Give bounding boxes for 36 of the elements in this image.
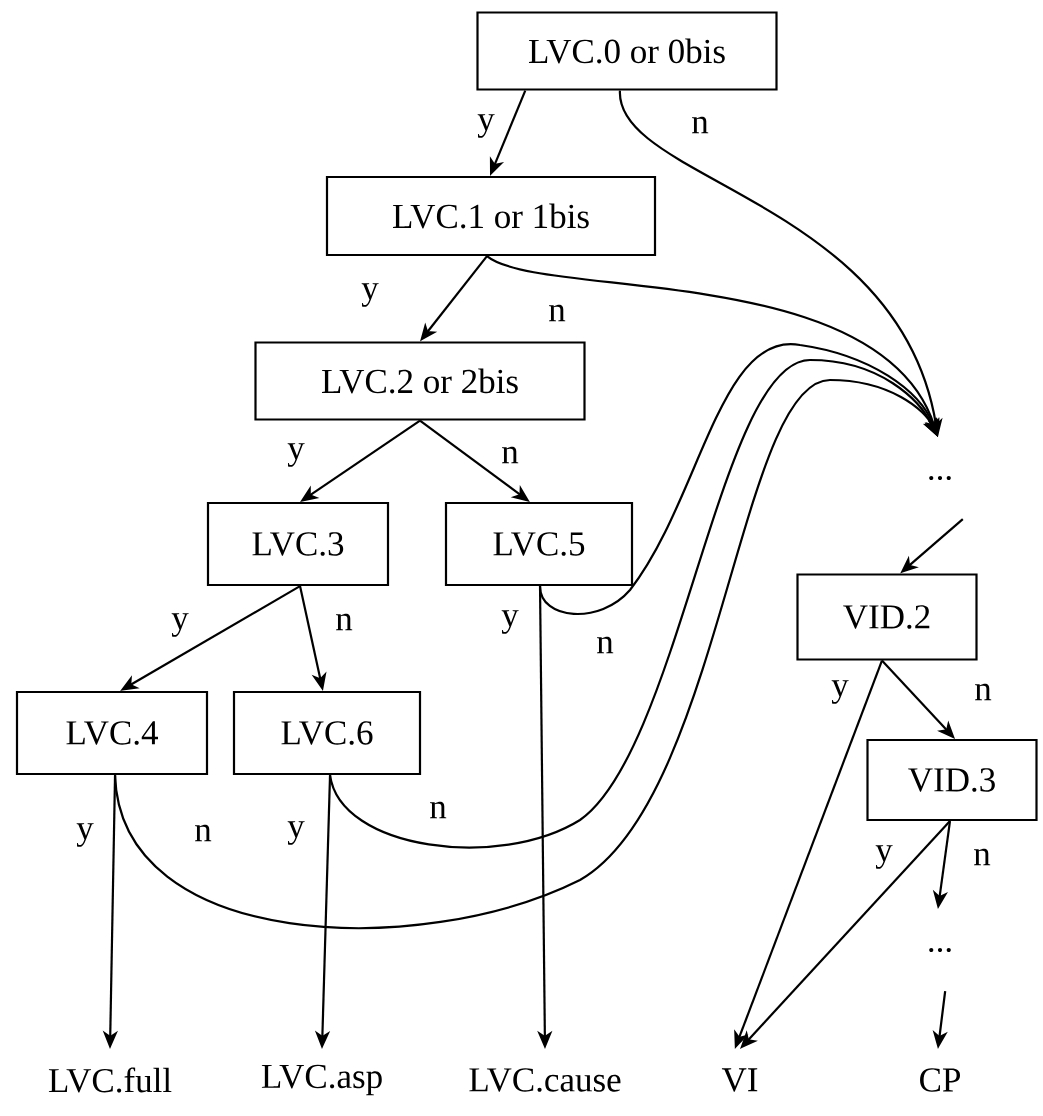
ellipsis: ...: [929, 475, 951, 481]
edge-label: y: [829, 678, 851, 706]
decision-box: VID.2: [796, 573, 978, 661]
outcome-label: LVC.asp: [261, 1064, 382, 1096]
edge-label: n: [594, 634, 616, 656]
edge-label: y: [873, 843, 895, 871]
edge-label: y: [499, 608, 521, 636]
edge-label: y: [169, 611, 191, 639]
edge-label: n: [333, 611, 355, 633]
decision-box: LVC.5: [444, 501, 634, 587]
edge-label: y: [74, 821, 96, 849]
decision-box: VID.3: [866, 738, 1038, 822]
decision-box: LVC.6: [232, 690, 422, 776]
edge-label: n: [499, 444, 521, 466]
edge-label: n: [689, 114, 711, 136]
arrow: [538, 343, 939, 615]
edge-label: n: [192, 822, 214, 844]
decision-box: LVC.1 or 1bis: [325, 175, 657, 257]
edge-label: n: [971, 846, 993, 868]
edge-label: n: [427, 799, 449, 821]
edge-label: y: [285, 819, 307, 847]
edge-label: n: [546, 302, 568, 324]
decision-box: LVC.4: [15, 690, 209, 776]
edge-label: n: [972, 681, 994, 703]
arrow: [328, 358, 938, 849]
ellipsis: ...: [929, 947, 951, 953]
decision-box: LVC.3: [206, 501, 390, 587]
outcome-label: LVC.full: [48, 1067, 172, 1093]
edge-label: y: [285, 441, 307, 469]
decision-box: LVC.0 or 0bis: [476, 11, 778, 91]
outcome-label: VI: [721, 1068, 758, 1092]
edge-label: y: [359, 281, 381, 309]
decision-box: LVC.2 or 2bis: [254, 341, 586, 421]
outcome-label: CP: [920, 1068, 960, 1092]
outcome-label: LVC.cause: [469, 1068, 621, 1092]
edge-label: y: [475, 112, 497, 140]
